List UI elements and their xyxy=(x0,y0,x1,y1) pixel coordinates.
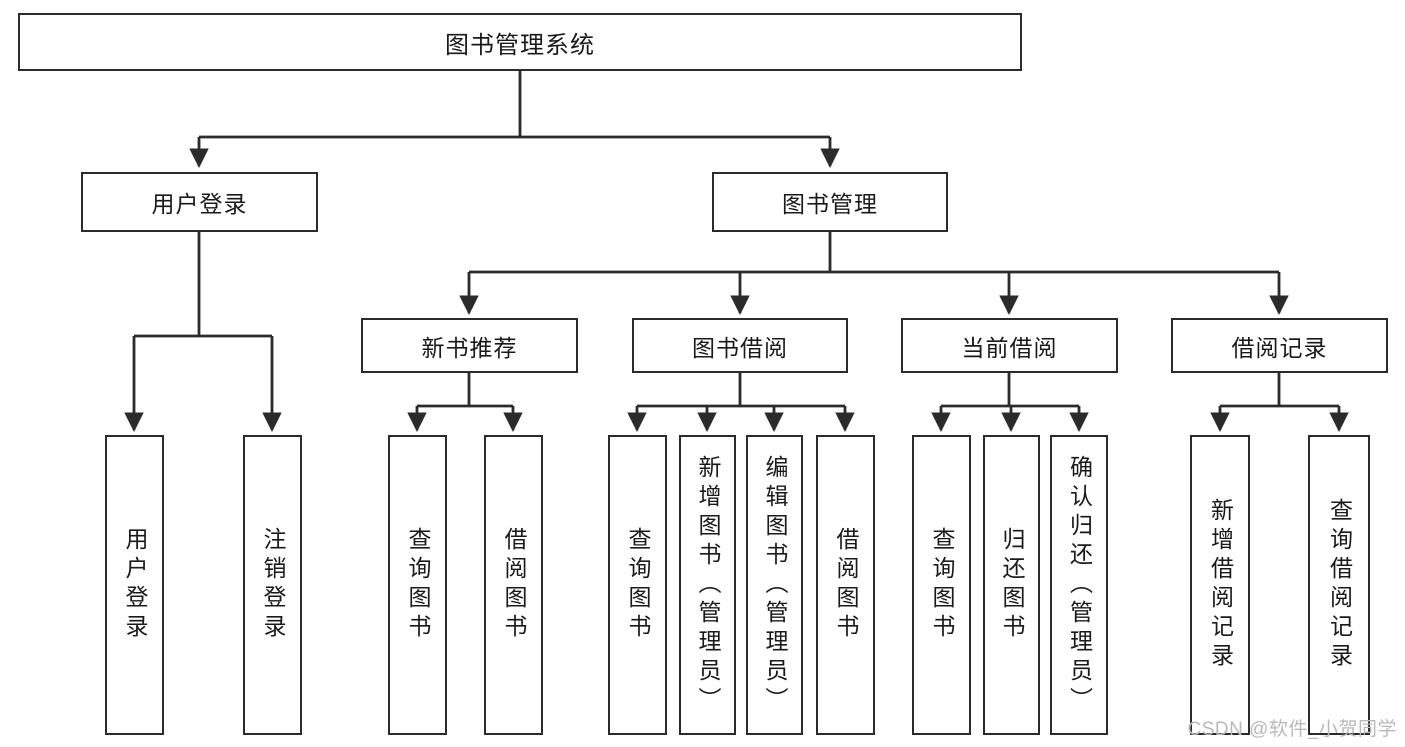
node-leaf-user-login[interactable]: 用户登录 xyxy=(105,435,164,735)
node-leaf-edit-book-admin[interactable]: 编辑图书（管理员） xyxy=(746,435,803,735)
node-label: 新增借阅记录 xyxy=(1207,498,1234,672)
node-label: 编辑图书（管理员） xyxy=(762,454,788,716)
node-current-borrow[interactable]: 当前借阅 xyxy=(901,318,1118,373)
node-label: 用户登录 xyxy=(122,527,148,643)
node-book-management[interactable]: 图书管理 xyxy=(712,172,948,232)
node-root-book-management-system[interactable]: 图书管理系统 xyxy=(18,13,1022,71)
node-leaf-add-book-admin[interactable]: 新增图书（管理员） xyxy=(679,435,736,735)
node-user-login[interactable]: 用户登录 xyxy=(81,172,318,232)
node-label: 新增图书（管理员） xyxy=(695,454,721,716)
node-leaf-logout[interactable]: 注销登录 xyxy=(243,435,302,735)
node-leaf-query-book-3[interactable]: 查询图书 xyxy=(912,435,971,735)
node-label: 借阅记录 xyxy=(1231,334,1328,361)
node-leaf-query-borrow-record[interactable]: 查询借阅记录 xyxy=(1308,435,1370,735)
node-label: 新书推荐 xyxy=(421,334,518,361)
node-label: 借阅图书 xyxy=(833,527,859,643)
node-leaf-confirm-return-admin[interactable]: 确认归还（管理员） xyxy=(1050,435,1108,735)
node-label: 用户登录 xyxy=(151,191,248,217)
node-leaf-query-book-1[interactable]: 查询图书 xyxy=(388,435,447,735)
node-leaf-borrow-book-2[interactable]: 借阅图书 xyxy=(816,435,875,735)
node-label: 查询借阅记录 xyxy=(1326,498,1353,672)
node-new-book-recommend[interactable]: 新书推荐 xyxy=(361,318,578,373)
watermark: CSDN @软件_小贺同学 xyxy=(1187,719,1397,740)
node-label: 图书管理 xyxy=(782,191,878,217)
node-label: 查询图书 xyxy=(625,527,651,643)
node-label: 归还图书 xyxy=(999,527,1025,643)
node-label: 注销登录 xyxy=(260,527,286,643)
node-label: 当前借阅 xyxy=(961,334,1058,361)
node-book-borrow[interactable]: 图书借阅 xyxy=(632,318,848,373)
node-label: 查询图书 xyxy=(929,527,955,643)
node-label: 确认归还（管理员） xyxy=(1066,454,1093,716)
node-leaf-borrow-book-1[interactable]: 借阅图书 xyxy=(484,435,543,735)
node-label: 图书借阅 xyxy=(692,334,788,361)
node-leaf-return-book[interactable]: 归还图书 xyxy=(983,435,1040,735)
node-label: 查询图书 xyxy=(405,527,431,643)
node-leaf-add-borrow-record[interactable]: 新增借阅记录 xyxy=(1190,435,1250,735)
node-borrow-record[interactable]: 借阅记录 xyxy=(1171,318,1388,373)
node-leaf-query-book-2[interactable]: 查询图书 xyxy=(608,435,667,735)
node-label: 借阅图书 xyxy=(501,527,527,643)
node-label: 图书管理系统 xyxy=(445,31,595,59)
